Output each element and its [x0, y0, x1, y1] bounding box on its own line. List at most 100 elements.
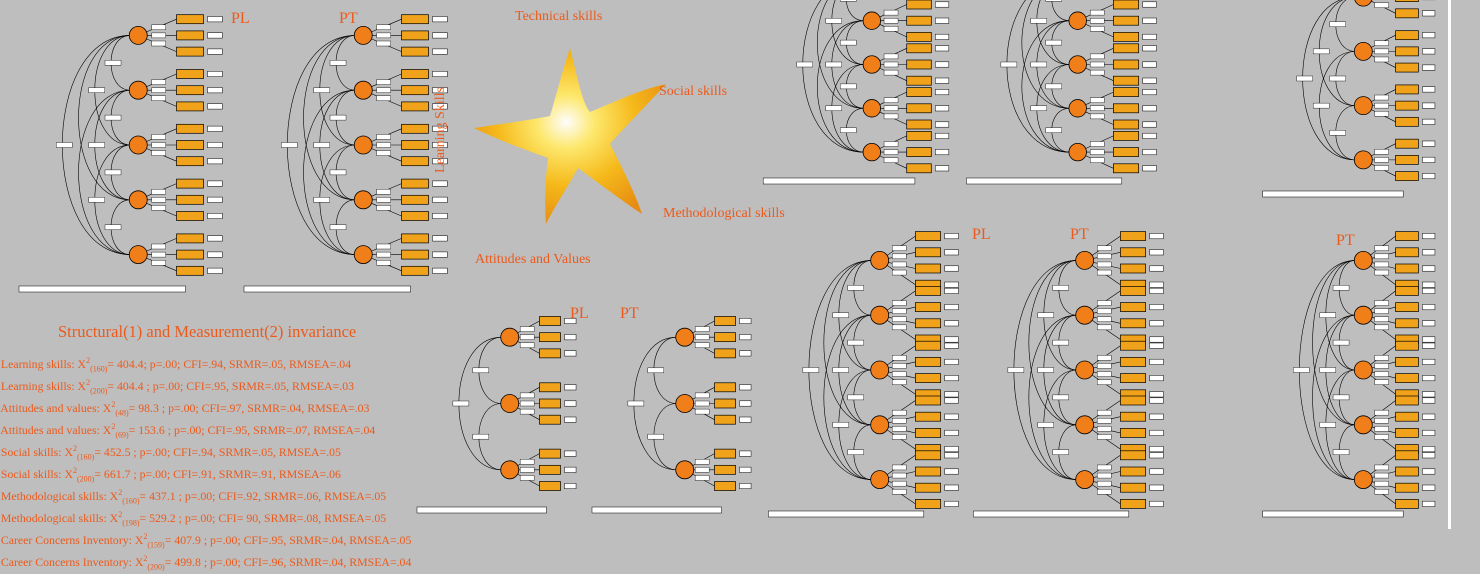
- indicator-box: [1395, 499, 1419, 509]
- covariance-label-box: [88, 142, 105, 148]
- error-box: [1422, 281, 1436, 288]
- error-box: [739, 318, 752, 324]
- loading-label-box: [519, 326, 535, 332]
- star-shape: [474, 48, 666, 224]
- indicator-box: [1395, 318, 1419, 329]
- indicator-box: [1120, 318, 1146, 329]
- indicator-box: [1395, 46, 1419, 57]
- covariance-label-box: [1030, 18, 1047, 24]
- indicator-box: [906, 0, 932, 10]
- indicator-box: [401, 233, 429, 244]
- indicator-box: [1395, 411, 1419, 422]
- loading-label-box: [883, 141, 899, 147]
- error-box: [1149, 249, 1164, 256]
- loading-label-box: [1096, 379, 1112, 385]
- covariance-label-box: [796, 61, 813, 68]
- latent-factor-node: [1068, 55, 1087, 74]
- loading-label-box: [1374, 40, 1389, 46]
- latent-factor-node: [128, 245, 148, 265]
- indicator-box: [714, 481, 736, 491]
- loading-label-box: [1096, 355, 1112, 361]
- covariance-label-box: [1329, 75, 1346, 82]
- indicator-box: [1395, 263, 1419, 274]
- loading-label-box: [891, 316, 907, 322]
- error-box: [1422, 249, 1436, 256]
- loading-label-box: [891, 464, 907, 471]
- loading-label-box: [883, 26, 899, 32]
- error-box: [207, 180, 223, 187]
- loading-label-box: [883, 105, 899, 112]
- error-box: [564, 334, 577, 341]
- figure-caption-box: [762, 177, 916, 185]
- loading-label-box: [151, 243, 166, 250]
- indicator-box: [906, 131, 932, 141]
- loading-label-box: [151, 134, 166, 140]
- loading-label-box: [883, 97, 899, 103]
- loading-label-box: [151, 260, 166, 266]
- loading-label-box: [1096, 269, 1112, 276]
- invariance-stats-list: ) Learning skills: X2(160)= 404.4; p=.00…: [0, 354, 411, 574]
- indicator-box: [1395, 30, 1419, 41]
- error-box: [1149, 287, 1164, 294]
- indicator-box: [176, 156, 204, 167]
- loading-label-box: [883, 9, 899, 16]
- error-box: [935, 33, 950, 40]
- error-box: [944, 281, 959, 288]
- indicator-box: [915, 428, 941, 438]
- latent-factor-node: [862, 99, 882, 118]
- loading-label-box: [519, 392, 535, 399]
- latent-factor-node: [862, 11, 882, 30]
- covariance-label-box: [840, 39, 857, 46]
- error-box: [1422, 452, 1436, 459]
- indicator-box: [1395, 340, 1419, 351]
- loading-label-box: [1374, 48, 1389, 55]
- loading-label-box: [1089, 157, 1105, 163]
- error-box: [1422, 32, 1436, 39]
- indicator-box: [915, 411, 941, 422]
- error-box: [944, 249, 959, 256]
- indicator-box: [1395, 155, 1419, 165]
- error-box: [944, 358, 959, 365]
- indicator-box: [1395, 428, 1419, 438]
- error-box: [207, 196, 223, 203]
- indicator-box: [1395, 302, 1419, 312]
- indicator-box: [714, 448, 736, 459]
- covariance-label-box: [1037, 422, 1054, 428]
- loading-label-box: [891, 371, 907, 377]
- error-box: [1422, 468, 1436, 475]
- error-box: [207, 158, 223, 165]
- covariance-label-box: [847, 394, 864, 401]
- indicator-box: [401, 69, 429, 79]
- loading-label-box: [1089, 69, 1105, 76]
- sem-diagram-right-top: [1262, 0, 1436, 198]
- error-box: [1422, 413, 1436, 420]
- indicator-box: [176, 211, 204, 221]
- covariance-arc: [303, 35, 356, 201]
- error-box: [944, 342, 959, 349]
- error-box: [432, 180, 448, 187]
- loading-label-box: [891, 324, 907, 331]
- loading-label-box: [1089, 9, 1105, 16]
- error-box: [1149, 446, 1164, 453]
- loading-label-box: [1096, 464, 1112, 471]
- loading-label-box: [1374, 300, 1389, 306]
- loading-label-box: [151, 87, 166, 93]
- error-box: [564, 416, 577, 423]
- error-box: [1422, 342, 1436, 349]
- loading-label-box: [1089, 26, 1105, 32]
- figure-caption-box: [973, 510, 1130, 518]
- indicator-box: [915, 357, 941, 367]
- error-box: [432, 16, 448, 23]
- indicator-box: [906, 43, 932, 54]
- latent-factor-node: [128, 135, 148, 155]
- indicator-box: [1395, 116, 1419, 127]
- loading-label-box: [376, 95, 391, 102]
- indicator-box: [176, 233, 204, 244]
- latent-factor-node: [870, 305, 890, 325]
- covariance-label-box: [1045, 83, 1062, 90]
- indicator-box: [539, 448, 561, 459]
- latent-factor-node: [128, 26, 148, 45]
- covariance-label-box: [825, 18, 842, 24]
- indicator-box: [176, 14, 204, 25]
- loading-label-box: [1089, 61, 1105, 68]
